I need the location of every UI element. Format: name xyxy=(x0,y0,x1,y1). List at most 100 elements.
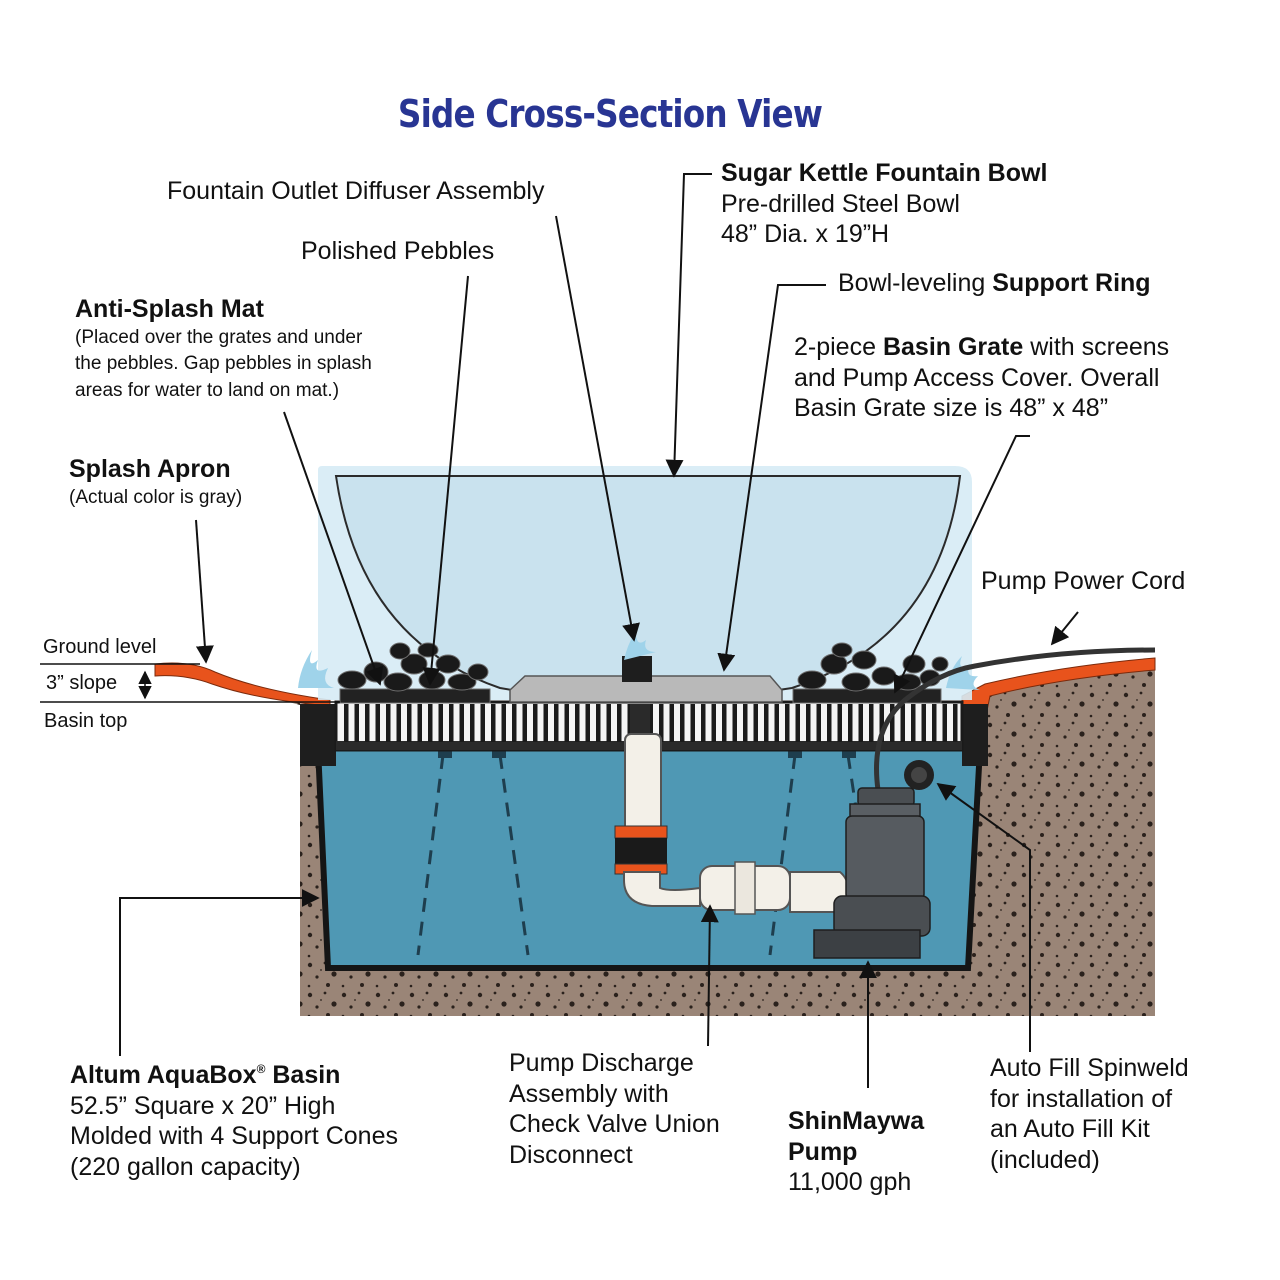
grate-bar xyxy=(575,704,580,742)
grate-bar xyxy=(512,704,517,742)
grate-bar xyxy=(344,704,349,742)
grate-bar xyxy=(921,704,926,742)
label-anti-splash-mat-line4: areas for water to land on mat.) xyxy=(75,379,340,401)
grate-bar xyxy=(438,704,443,742)
grate-bar xyxy=(627,704,632,742)
grate-bar xyxy=(701,704,706,742)
grate-bar xyxy=(690,704,695,742)
label-auto-fill-line3: an Auto Fill Kit xyxy=(990,1115,1150,1143)
grate-bar xyxy=(680,704,685,742)
label-basin-line3: Molded with 4 Support Cones xyxy=(70,1122,398,1150)
label-basin-reg: ® xyxy=(256,1062,266,1076)
label-discharge-line4: Disconnect xyxy=(509,1140,633,1169)
label-bowl-name: Sugar Kettle Fountain Bowl xyxy=(721,159,1048,187)
grate-bar xyxy=(617,704,622,742)
label-anti-splash-mat-name: Anti-Splash Mat xyxy=(75,295,264,323)
grate-bar xyxy=(365,704,370,742)
pump-power-cord xyxy=(874,647,1156,791)
label-pump-line1: ShinMaywa xyxy=(788,1107,925,1135)
label-splash-apron: Splash Apron (Actual color is gray) xyxy=(69,454,242,511)
grate-bar xyxy=(396,704,401,742)
grate-bar xyxy=(942,704,947,742)
grate-bar xyxy=(837,704,842,742)
label-auto-fill: Auto Fill Spinweld for installation of a… xyxy=(990,1053,1189,1175)
label-basin-name-suffix: Basin xyxy=(265,1061,341,1089)
page-title: Side Cross-Section View xyxy=(397,92,823,136)
label-basin-grate-line2: and Pump Access Cover. Overall xyxy=(794,363,1160,392)
shinmaywa-pump xyxy=(813,787,931,959)
label-basin-grate: 2-piece Basin Grate with screens and Pum… xyxy=(794,332,1169,424)
grate-bar xyxy=(795,704,800,742)
label-pump: ShinMaywa Pump 11,000 gph xyxy=(788,1106,924,1198)
label-basin-grate-name: Basin Grate xyxy=(882,333,1024,361)
splash-apron xyxy=(154,657,1156,771)
grate-bar xyxy=(953,704,958,742)
grate-bar xyxy=(764,704,769,742)
label-bowl: Sugar Kettle Fountain Bowl Pre-drilled S… xyxy=(721,158,1047,250)
grate-bar xyxy=(449,704,454,742)
grate-bar xyxy=(911,704,916,742)
label-splash-apron-note: (Actual color is gray) xyxy=(69,486,243,508)
label-basin-top: Basin top xyxy=(44,710,128,732)
label-polished-pebbles: Polished Pebbles xyxy=(301,237,495,265)
grate-bar xyxy=(459,704,464,742)
grate-bar xyxy=(585,704,590,742)
label-pump-line3: 11,000 gph xyxy=(788,1168,912,1196)
grate-bar xyxy=(774,704,779,742)
label-discharge-line3: Check Valve Union xyxy=(509,1110,720,1138)
label-pump-power-cord: Pump Power Cord xyxy=(981,567,1186,595)
label-basin-line2: 52.5” Square x 20” High xyxy=(70,1091,336,1120)
label-support-ring-name: Support Ring xyxy=(992,269,1151,297)
grate-bar xyxy=(806,704,811,742)
grate-bar xyxy=(596,704,601,742)
grate-bar xyxy=(554,704,559,742)
level-guides xyxy=(40,663,340,703)
grate-bar xyxy=(375,704,380,742)
grate-bar xyxy=(932,704,937,742)
leader-lines xyxy=(119,173,1079,1088)
grate-bar xyxy=(890,704,895,742)
grate-bar xyxy=(722,704,727,742)
grate-bar xyxy=(785,704,790,742)
grate-bar xyxy=(606,704,611,742)
label-auto-fill-line2: for installation of xyxy=(990,1084,1173,1113)
label-basin-line4: (220 gallon capacity) xyxy=(70,1152,301,1181)
grate-bar xyxy=(533,704,538,742)
grate-bar xyxy=(354,704,359,742)
grate-bar xyxy=(753,704,758,742)
grate-bar xyxy=(816,704,821,742)
label-ground-level: Ground level xyxy=(43,636,157,658)
label-pump-line2: Pump xyxy=(788,1137,858,1166)
label-basin: Altum AquaBox® Basin 52.5” Square x 20” … xyxy=(70,1060,398,1182)
label-bowl-line2: Pre-drilled Steel Bowl xyxy=(721,189,960,218)
label-basin-grate-prefix: 2-piece xyxy=(794,333,883,361)
label-discharge-line2: Assembly with xyxy=(509,1079,669,1108)
grate-bar xyxy=(900,704,905,742)
label-support-ring: Bowl-leveling Support Ring xyxy=(838,268,1151,299)
grate-bar xyxy=(827,704,832,742)
pump-discharge-assembly xyxy=(614,704,851,915)
soil xyxy=(155,660,1155,1016)
label-anti-splash-mat-line2: (Placed over the grates and under xyxy=(75,326,363,348)
grate-bar xyxy=(711,704,716,742)
sugar-kettle-bowl xyxy=(318,466,972,703)
grate-bar xyxy=(522,704,527,742)
label-auto-fill-line4: (included) xyxy=(990,1145,1100,1174)
grate-bar xyxy=(659,704,664,742)
label-bowl-line3: 48” Dia. x 19”H xyxy=(721,220,890,248)
label-basin-grate-suffix: with screens xyxy=(1023,333,1170,361)
label-anti-splash-mat: Anti-Splash Mat (Placed over the grates … xyxy=(75,294,372,404)
label-basin-grate-line3: Basin Grate size is 48” x 48” xyxy=(794,394,1109,422)
grate-bar xyxy=(848,704,853,742)
grate-bar xyxy=(669,704,674,742)
grate-bar xyxy=(869,704,874,742)
label-splash-apron-name: Splash Apron xyxy=(69,455,231,483)
grate-bar xyxy=(879,704,884,742)
label-basin-name: Altum AquaBox xyxy=(70,1061,257,1089)
grate-bar xyxy=(743,704,748,742)
label-support-ring-prefix: Bowl-leveling xyxy=(838,269,993,297)
grate-bar xyxy=(480,704,485,742)
label-anti-splash-mat-line3: the pebbles. Gap pebbles in splash xyxy=(75,353,372,375)
